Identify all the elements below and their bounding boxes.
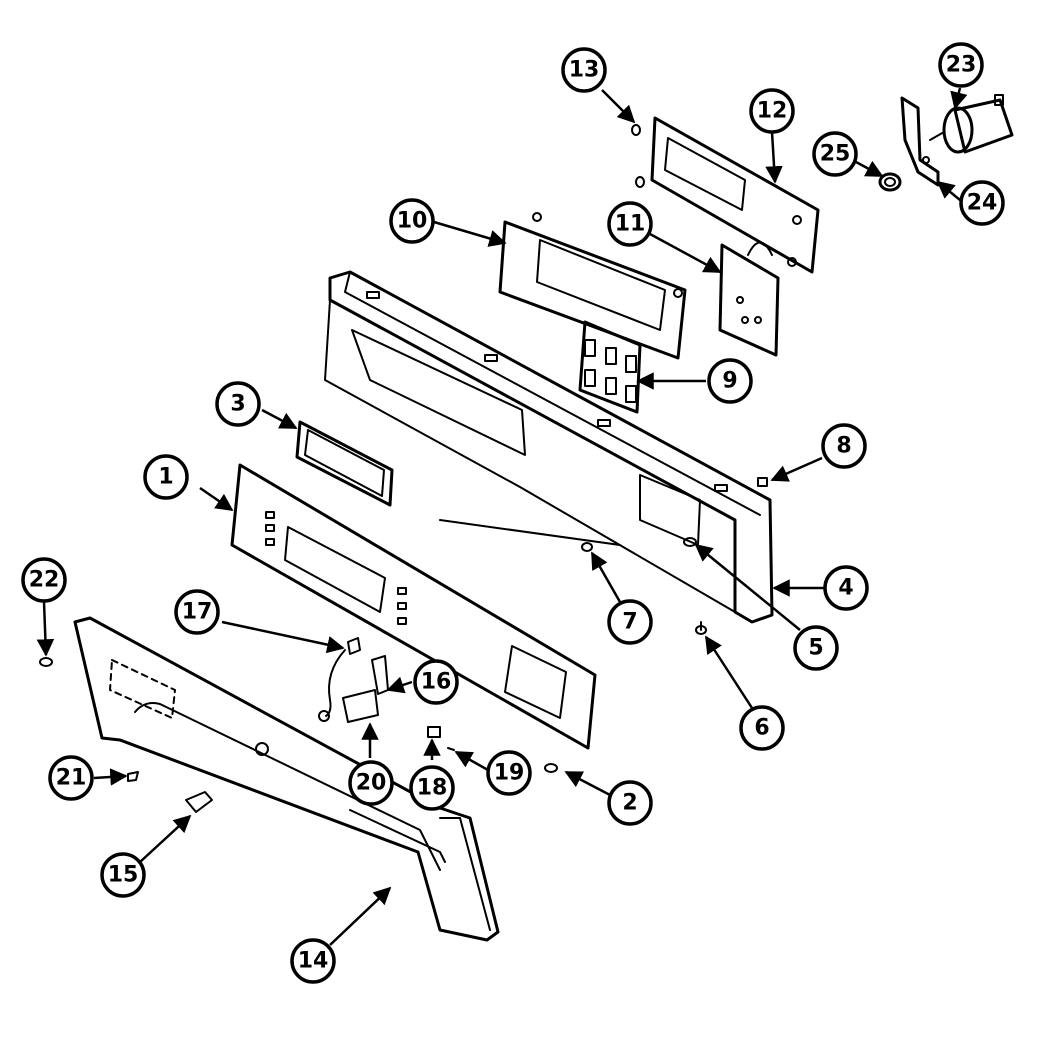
svg-text:8: 8 [836,434,851,459]
callout-21: 21 [48,755,94,801]
small-block [757,477,768,487]
wire-harness [318,637,361,722]
svg-text:22: 22 [29,568,60,593]
display-lens [295,420,394,507]
callout-22: 22 [21,557,67,603]
svg-text:6: 6 [754,716,769,741]
svg-text:19: 19 [494,761,525,786]
callout-1: 1 [143,454,189,500]
svg-text:1: 1 [158,465,173,490]
timer-motor [929,94,1014,154]
svg-text:21: 21 [56,766,87,791]
callout-6: 6 [739,705,785,751]
overlay-panel [230,463,597,750]
svg-text:20: 20 [356,771,387,796]
control-panel-frame [324,270,774,624]
svg-text:17: 17 [182,600,213,625]
svg-text:7: 7 [622,610,637,635]
screw-22 [39,657,53,667]
motor-bracket [900,96,940,187]
svg-text:25: 25 [820,142,851,167]
screw-6 [695,621,707,635]
svg-text:14: 14 [298,949,329,974]
svg-text:9: 9 [722,369,737,394]
callout-4: 4 [823,565,869,611]
switch-block [578,320,642,414]
callout-25: 25 [812,131,858,177]
leader-lines [36,87,968,946]
callout-8: 8 [821,423,867,469]
svg-text:15: 15 [108,863,139,888]
mounting-brackets [342,655,389,723]
svg-text:24: 24 [967,191,998,216]
callout-20: 20 [348,760,394,806]
svg-text:23: 23 [946,53,977,78]
callout-2: 2 [607,780,653,826]
callout-10: 10 [389,198,435,244]
callout-13: 13 [561,47,607,93]
pin [447,747,455,751]
callout-24: 24 [959,180,1005,226]
callout-11: 11 [607,201,653,247]
callout-18: 18 [409,765,455,811]
svg-text:11: 11 [615,212,646,237]
knob [878,172,902,192]
clip [427,726,441,738]
callout-12: 12 [749,88,795,134]
callout-5: 5 [793,625,839,671]
screw-5 [683,537,697,547]
control-board [718,241,780,357]
display-bracket [498,212,687,360]
screw-7 [581,542,593,552]
clip-21 [127,771,139,782]
svg-text:13: 13 [569,58,600,83]
knob-15 [185,791,213,813]
callout-19: 19 [486,750,532,796]
svg-text:3: 3 [230,392,245,417]
callout-23: 23 [938,42,984,88]
callout-14: 14 [290,938,336,984]
svg-text:4: 4 [838,576,853,601]
callout-17: 17 [174,589,220,635]
svg-text:12: 12 [757,99,788,124]
svg-text:2: 2 [622,791,637,816]
callout-16: 16 [413,659,459,705]
svg-text:18: 18 [417,776,448,801]
nuts [631,124,645,188]
svg-text:10: 10 [397,209,428,234]
callout-3: 3 [215,381,261,427]
display-board [650,116,820,274]
callout-15: 15 [100,852,146,898]
svg-text:5: 5 [808,636,823,661]
callout-7: 7 [607,599,653,645]
screw-2 [544,763,558,773]
callout-9: 9 [707,358,753,404]
svg-text:16: 16 [421,670,452,695]
